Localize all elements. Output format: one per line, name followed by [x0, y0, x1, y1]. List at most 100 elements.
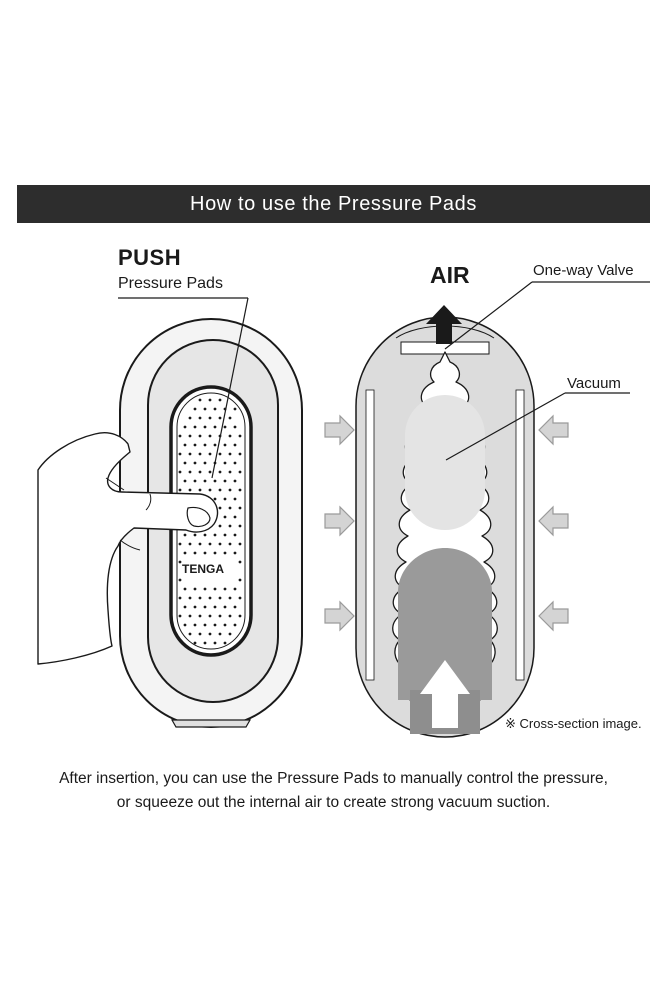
caption-line-2: or squeeze out the internal air to creat… — [116, 794, 551, 811]
pad-dot — [198, 488, 202, 492]
pad-dot — [223, 605, 227, 609]
pad-dot — [228, 524, 232, 528]
pad-dot — [203, 587, 207, 591]
pad-dot — [213, 587, 217, 591]
pad-dot — [213, 605, 217, 609]
pad-dot — [238, 578, 242, 582]
pad-dot — [233, 443, 237, 447]
pad-dot — [178, 434, 182, 438]
pad-dot — [208, 434, 212, 438]
pad-dot — [213, 497, 217, 501]
pad-dot — [233, 551, 237, 555]
pad-dot — [193, 533, 197, 537]
vacuum-label: Vacuum — [567, 375, 621, 392]
pad-dot — [223, 533, 227, 537]
pad-dot — [178, 614, 182, 618]
pad-dot — [208, 596, 212, 600]
pad-dot — [178, 560, 182, 564]
pad-dot — [223, 425, 227, 429]
pad-dot — [218, 614, 222, 618]
pad-dot — [213, 407, 217, 411]
pad-dot — [228, 542, 232, 546]
tenga-logo: TENGA — [182, 562, 224, 576]
pad-dot — [193, 587, 197, 591]
pad-dot — [198, 434, 202, 438]
pad-dot — [238, 596, 242, 600]
press-arrows-left — [324, 414, 355, 632]
pad-dot — [188, 596, 192, 600]
pad-dot — [218, 398, 222, 402]
pad-dot — [208, 452, 212, 456]
pad-dot — [198, 542, 202, 546]
cross-section-note: ※ Cross-section image. — [505, 716, 642, 731]
pad-dot — [193, 479, 197, 483]
pad-dot — [228, 488, 232, 492]
pad-dot — [223, 551, 227, 555]
air-label: AIR — [430, 262, 470, 288]
pad-dot — [233, 479, 237, 483]
pad-dot — [188, 452, 192, 456]
pad-dot — [238, 452, 242, 456]
pad-dot — [233, 425, 237, 429]
pad-dot — [193, 425, 197, 429]
pad-dot — [238, 434, 242, 438]
pad-dot — [193, 641, 197, 645]
pad-dot — [183, 533, 187, 537]
pad-dot — [178, 488, 182, 492]
pad-dot — [188, 416, 192, 420]
pad-dot — [198, 452, 202, 456]
one-way-valve-label: One-way Valve — [533, 262, 634, 279]
pad-dot — [188, 434, 192, 438]
pad-dot — [218, 452, 222, 456]
pad-dot — [218, 416, 222, 420]
pad-dot — [193, 605, 197, 609]
pad-dot — [238, 524, 242, 528]
pad-dot — [213, 479, 217, 483]
pad-dot — [213, 443, 217, 447]
pad-dot — [193, 461, 197, 465]
pad-dot — [193, 551, 197, 555]
pad-dot — [233, 605, 237, 609]
pad-dot — [203, 533, 207, 537]
pad-dot — [208, 614, 212, 618]
pad-dot — [213, 425, 217, 429]
pad-dot — [228, 614, 232, 618]
pad-dot — [188, 470, 192, 474]
pad-dot — [178, 470, 182, 474]
pad-dot — [218, 596, 222, 600]
pad-dot — [223, 587, 227, 591]
pad-dot — [218, 470, 222, 474]
pad-dot — [203, 479, 207, 483]
pad-dot — [183, 443, 187, 447]
pad-dot — [198, 398, 202, 402]
pad-dot — [193, 623, 197, 627]
pad-dot — [213, 623, 217, 627]
hand-illustration — [37, 432, 219, 665]
pad-dot — [238, 488, 242, 492]
device-illustration: TENGA — [37, 297, 303, 728]
pad-dot — [238, 506, 242, 510]
pad-dot — [233, 407, 237, 411]
pad-dot — [233, 461, 237, 465]
pad-dot — [183, 461, 187, 465]
pad-dot — [188, 614, 192, 618]
pad-dot — [208, 470, 212, 474]
pad-dot — [228, 596, 232, 600]
pad-dot — [233, 623, 237, 627]
pad-dot — [218, 632, 222, 636]
pad-dot — [198, 614, 202, 618]
pad-dot — [238, 614, 242, 618]
pad-dot — [183, 605, 187, 609]
caption: After insertion, you can use the Pressur… — [0, 767, 667, 815]
pad-dot — [218, 542, 222, 546]
pad-dot — [198, 416, 202, 420]
push-label: PUSH — [118, 245, 182, 270]
pad-dot — [188, 542, 192, 546]
pad-dot — [218, 488, 222, 492]
cross-section — [355, 281, 650, 738]
pad-dot — [198, 596, 202, 600]
pad-dot — [178, 596, 182, 600]
pad-dot — [203, 407, 207, 411]
pad-dot — [223, 497, 227, 501]
